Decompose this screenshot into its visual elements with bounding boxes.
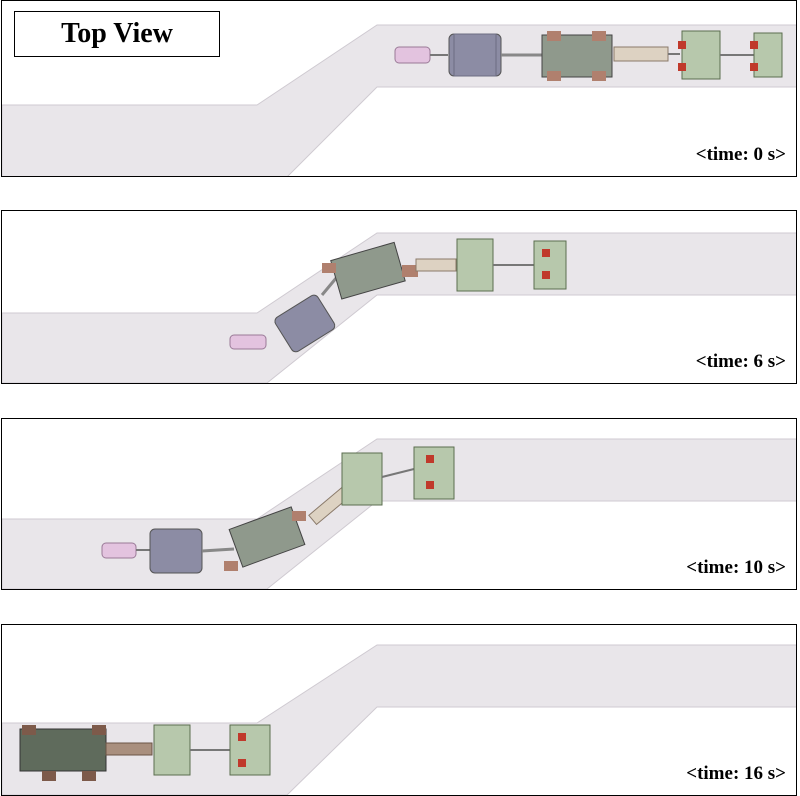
front-wheel-module-1: [341, 452, 383, 506]
motor-module: [274, 294, 336, 353]
motor-module: [448, 33, 502, 77]
pipe-robot: [229, 238, 567, 353]
front-wheel-module-1: [153, 724, 191, 776]
tail-module: [394, 46, 431, 64]
view-title: Top View: [14, 11, 220, 57]
front-wheel-module-2: [533, 240, 567, 290]
time-label: <time: 0 s>: [695, 144, 786, 165]
time-label: <time: 6 s>: [695, 351, 786, 372]
time-label: <time: 16 s>: [686, 763, 786, 784]
panel-time-0: Top View <time: 0 s>: [1, 0, 797, 177]
panel-time-16: <time: 16 s>: [1, 624, 797, 796]
drive-module: [541, 34, 613, 78]
panel-time-10: <time: 10 s>: [1, 418, 797, 590]
panel-time-6: <time: 6 s>: [1, 210, 797, 384]
pipe-scene: [2, 24, 796, 176]
front-wheel-module-2: [753, 32, 783, 78]
pipe-robot: [101, 446, 455, 574]
motor-module: [149, 528, 203, 574]
pipe-robot: [19, 724, 271, 781]
front-wheel-module-1: [456, 238, 494, 292]
pipe-bend: [2, 644, 796, 795]
pipe-bend: [2, 438, 796, 589]
front-wheel-module-2: [229, 724, 271, 776]
time-label: <time: 10 s>: [686, 557, 786, 578]
tail-module: [229, 334, 267, 350]
front-wheel-module-2: [413, 446, 455, 500]
tail-module: [101, 542, 137, 559]
pipe-bend: [2, 232, 796, 383]
pipe-robot: [394, 30, 783, 81]
drive-module: [228, 506, 306, 568]
drive-module: [19, 728, 107, 772]
drive-module: [330, 241, 406, 300]
front-wheel-module-1: [681, 30, 721, 80]
pipe-scene: [2, 232, 796, 383]
pipe-scene: [2, 644, 796, 795]
pipe-scene: [2, 438, 796, 589]
